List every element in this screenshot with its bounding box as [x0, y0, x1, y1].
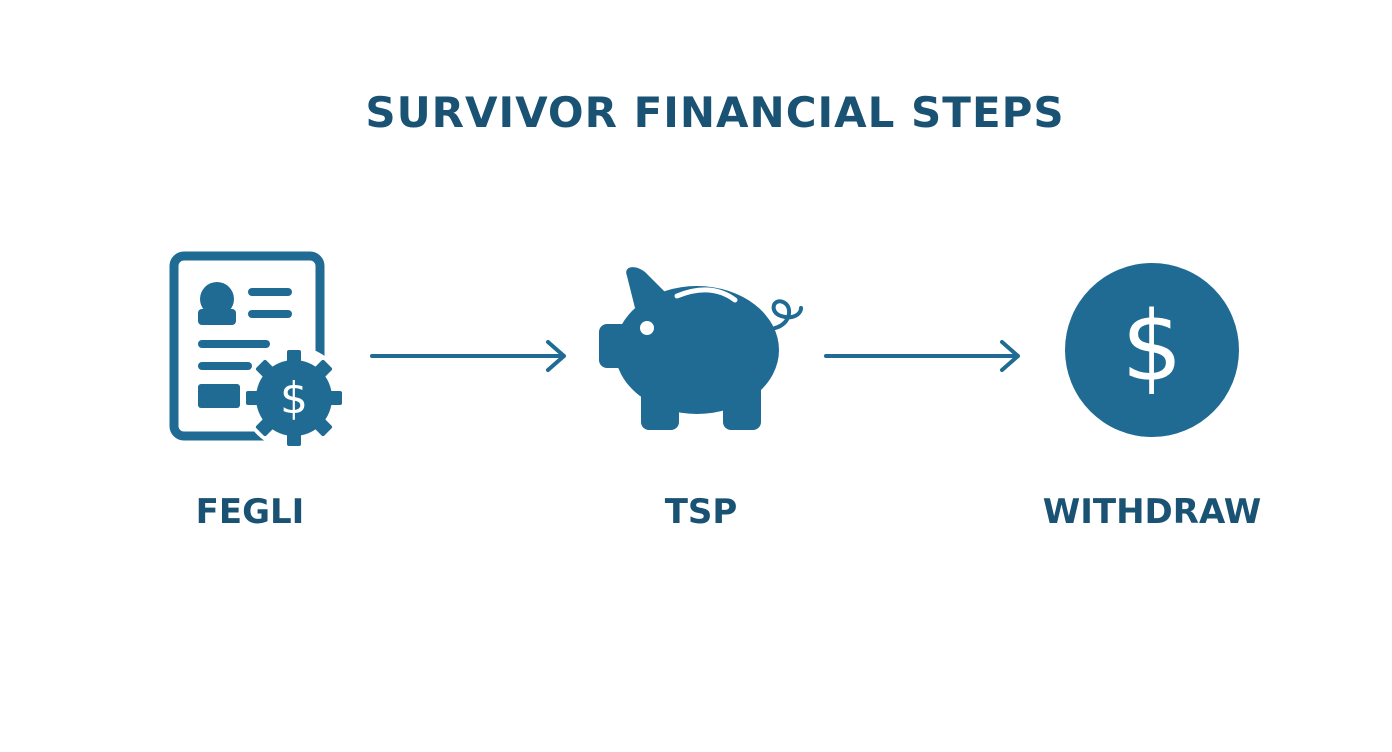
- dollar-coin-icon: $: [1065, 263, 1239, 437]
- diagram-title: SURVIVOR FINANCIAL STEPS: [365, 88, 1065, 137]
- step-label-fegli: FEGLI: [195, 492, 305, 532]
- connector-arrow-2: [824, 340, 1020, 372]
- connector-arrow-1: [370, 340, 566, 372]
- policy-document-dollar-gear-icon: $: [169, 251, 346, 450]
- piggy-bank-icon: [599, 267, 803, 430]
- svg-text:$: $: [280, 373, 308, 424]
- svg-text:$: $: [1121, 291, 1182, 403]
- step-label-withdraw: WITHDRAW: [1042, 492, 1262, 532]
- step-label-tsp: TSP: [664, 492, 738, 532]
